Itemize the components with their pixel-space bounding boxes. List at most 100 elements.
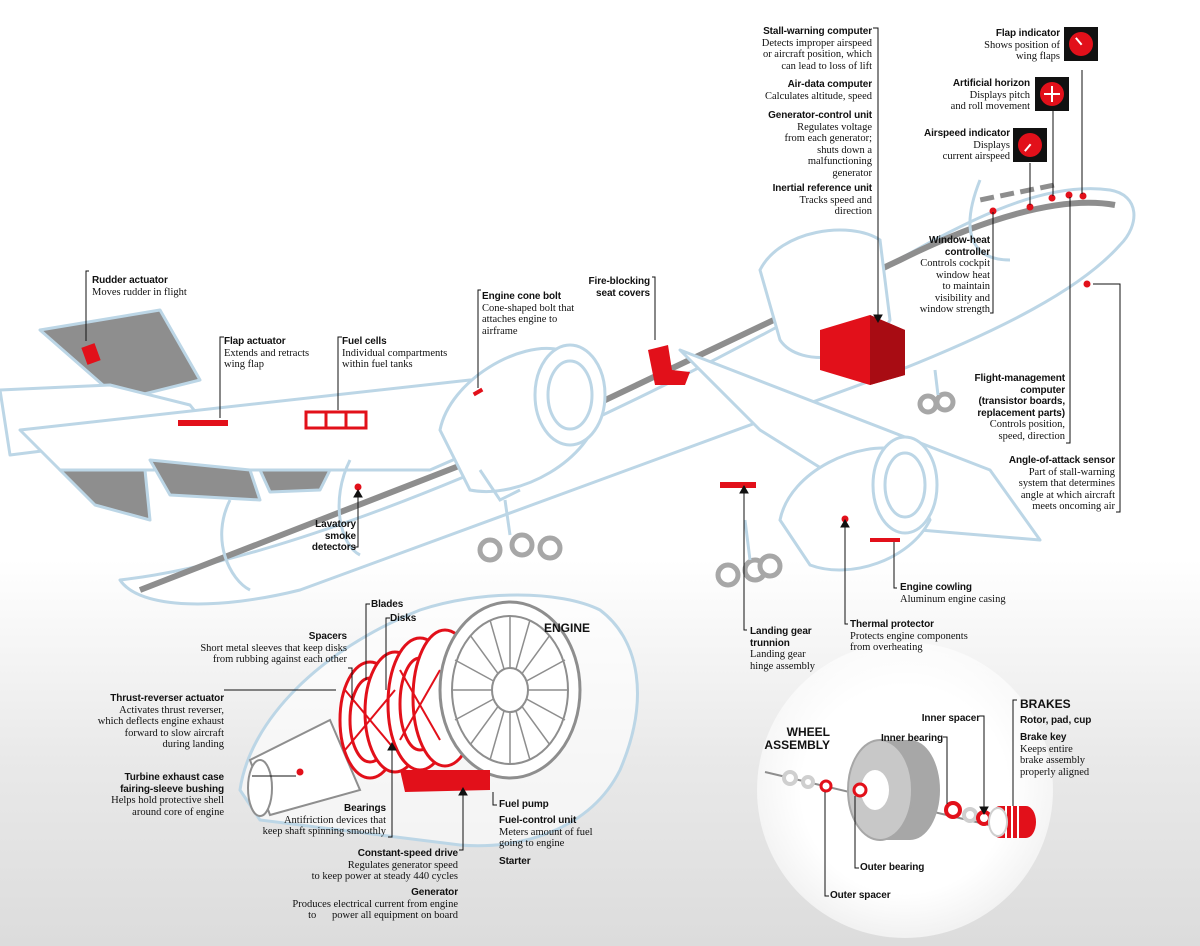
angle-of-attack-callout: Angle-of-attack sensor Part of stall-war… [980,455,1115,513]
engine-detail [238,593,639,848]
callout-title: detectors [311,542,356,553]
callout-desc: during landing [162,739,224,750]
left-engine [438,343,607,502]
callout-desc: Helps hold protective shell [111,795,224,806]
wheel-assembly-title: WHEEL ASSEMBLY [740,726,830,752]
callout-desc: Meters amount of fuel [499,826,593,838]
callout-desc: Part of stall-warning [1028,466,1115,478]
callout-title: Thrust-reverser actuator [110,693,224,704]
callout-title: Fire-blocking [588,276,651,287]
callout-desc: Cone-shaped bolt that [482,302,575,314]
callout-desc: brake assembly [1020,755,1086,766]
callout-title: Engine cowling [900,582,972,593]
brake-key-callout: Brake key Keeps entire brake assembly pr… [1020,732,1130,778]
starter-callout: Starter [499,856,579,868]
callout-desc: Keeps entire [1020,743,1073,755]
callout-desc: airframe [482,325,518,337]
callout-title: Lavatory [315,519,356,530]
lavatory-callout: Lavatory smoke detectors [290,519,356,554]
callout-title: Inner bearing [880,733,943,744]
callout-title: Engine cone bolt [482,291,561,302]
callout-desc: system that determines [1018,478,1115,489]
callout-title: Constant-speed drive [357,848,458,859]
callout-desc: Controls cockpit [920,258,990,269]
wheel-assembly-detail [757,642,1053,938]
callout-desc: can lead to loss of lift [781,60,872,72]
callout-desc: Individual compartments [342,347,448,359]
callout-desc: wing flap [224,359,264,370]
flap-actuator-callout: Flap actuator Extends and retracts wing … [224,336,344,371]
fuel-cells-callout: Fuel cells Individual compartments withi… [342,336,472,371]
callout-title: Rudder actuator [92,275,168,286]
callout-title: Fuel cells [342,336,387,347]
thermal-protector-callout: Thermal protector Protects engine compon… [850,619,1010,654]
callout-title: Outer spacer [830,890,891,901]
callout-title: Landing gear [750,626,812,637]
callout-title: (transistor boards, [978,396,1066,407]
callout-title: Window-heat [928,235,990,246]
callout-desc: Regulates generator speed [347,859,458,871]
callout-desc: Protects engine components [850,630,968,642]
callout-desc: speed, direction [998,430,1065,442]
callout-title: Angle-of-attack sensor [1008,455,1115,466]
callout-desc: Controls position, [989,419,1065,430]
callout-title: Fuel-control unit [499,815,577,826]
callout-title: seat covers [596,287,650,299]
callout-title: Rotor, pad, cup [1020,715,1092,726]
callout-desc: current airspeed [942,151,1010,162]
callout-title: Thermal protector [850,619,934,630]
airspeed-indicator-gauge-icon [1013,128,1047,162]
callout-title: Inertial reference unit [772,183,873,194]
callout-desc: Aluminum engine casing [900,593,1006,605]
airspeed-indicator-callout: Airspeed indicator Displays current airs… [870,128,1010,163]
callout-title: Air-data computer [787,79,873,90]
callout-desc: Short metal sleeves that keep disks [200,642,347,654]
right-wing [678,348,1042,542]
callout-desc: attaches engine to [482,314,558,325]
callout-desc: shuts down a [817,144,872,156]
callout-desc: Regulates voltage [797,121,872,133]
callout-title: Generator [411,887,458,898]
callout-desc: Antifriction devices that [283,814,386,826]
callout-title: Flight-management [974,373,1065,384]
callout-desc: Displays [973,139,1010,151]
callout-desc: and roll movement [950,101,1030,112]
callout-desc: going to engine [499,838,565,849]
callout-desc: Calculates altitude, speed [764,90,872,102]
callout-desc: Activates thrust reverser, [119,704,224,716]
callout-desc: from each generator; [784,133,872,144]
callout-desc: from overheating [850,642,923,653]
air-data-callout: Air-data computer Calculates altitude, s… [700,79,872,102]
generator-control-callout: Generator-control unit Regulates voltage… [700,110,872,179]
callout-title: Turbine exhaust case [124,772,224,783]
callout-desc: Produces electrical current from engine [292,898,458,910]
artificial-horizon-callout: Artificial horizon Displays pitch and ro… [890,78,1030,113]
callout-title: Airspeed indicator [924,128,1010,139]
callout-desc: Detects improper airspeed [761,37,872,49]
stall-warning-callout: Stall-warning computer Detects improper … [700,26,872,72]
wheel-title-line1: WHEEL [786,725,830,739]
rudder-actuator-callout: Rudder actuator Moves rudder in flight [92,275,232,298]
callout-title: Stall-warning computer [763,26,872,37]
callout-title: trunnion [750,637,790,649]
callout-desc: Shows position of [984,39,1060,51]
inertial-reference-callout: Inertial reference unit Tracks speed and… [700,183,873,218]
callout-title: smoke [324,530,356,542]
callout-title: Bearings [344,803,386,814]
callout-desc: keep shaft spinning smoothly [262,826,386,837]
callout-desc: properly aligned [1020,766,1090,778]
brakes-parts-callout: Rotor, pad, cup [1020,715,1140,727]
bearings-callout: Bearings Antifriction devices that keep … [220,803,386,838]
callout-title: Generator-control unit [768,110,872,121]
artificial-horizon-gauge-icon [1035,77,1069,111]
fuel-pump-callout: Fuel pump [499,799,609,811]
callout-title: Artificial horizon [952,78,1030,89]
callout-title: replacement parts) [977,407,1065,419]
callout-desc: to maintain [942,281,990,292]
callout-desc: malfunctioning [807,156,872,167]
callout-title: Blades [371,599,404,610]
inner-bearing-callout: Inner bearing [860,733,943,745]
constant-speed-callout: Constant-speed drive Regulates generator… [250,848,458,883]
landing-gear-wheels [477,391,956,588]
